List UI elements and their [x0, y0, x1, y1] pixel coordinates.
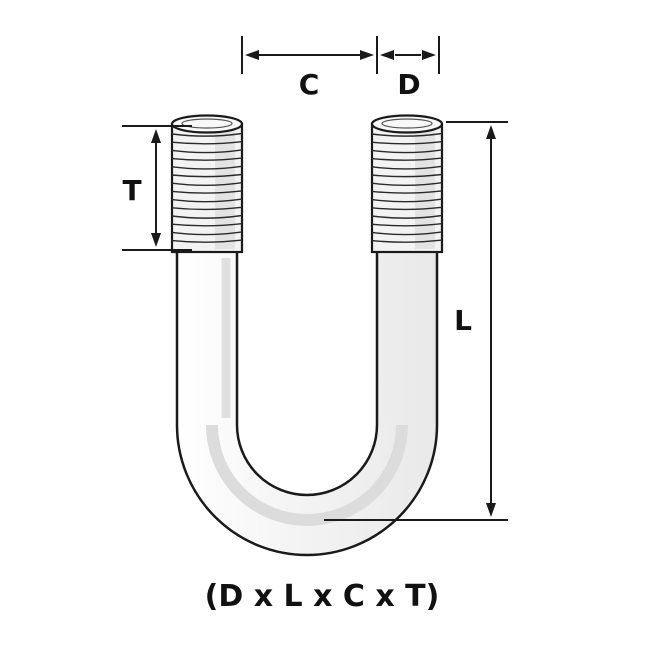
t-arrow-down-icon	[151, 233, 161, 247]
c-arrow-left-icon	[245, 50, 259, 60]
dimension-c: C	[241, 36, 378, 101]
l-label: L	[454, 304, 472, 337]
t-label: T	[122, 174, 141, 207]
dimension-d: D	[380, 36, 440, 101]
d-label: D	[397, 68, 420, 101]
dimension-t: T	[122, 125, 192, 251]
d-arrow-right-icon	[422, 50, 436, 60]
u-bolt-body	[175, 248, 439, 557]
size-formula-caption: (D x L x C x T)	[205, 579, 440, 614]
c-arrow-right-icon	[360, 50, 374, 60]
t-arrow-up-icon	[151, 129, 161, 143]
bend-shading	[206, 424, 408, 526]
dimension-l: L	[324, 121, 508, 521]
l-arrow-up-icon	[486, 125, 496, 139]
c-label: C	[299, 68, 320, 101]
d-arrow-left-icon	[380, 50, 394, 60]
right-thread-section	[370, 114, 444, 254]
l-arrow-down-icon	[486, 503, 496, 517]
left-thread-section	[170, 114, 244, 254]
u-bolt-outline	[175, 248, 439, 557]
